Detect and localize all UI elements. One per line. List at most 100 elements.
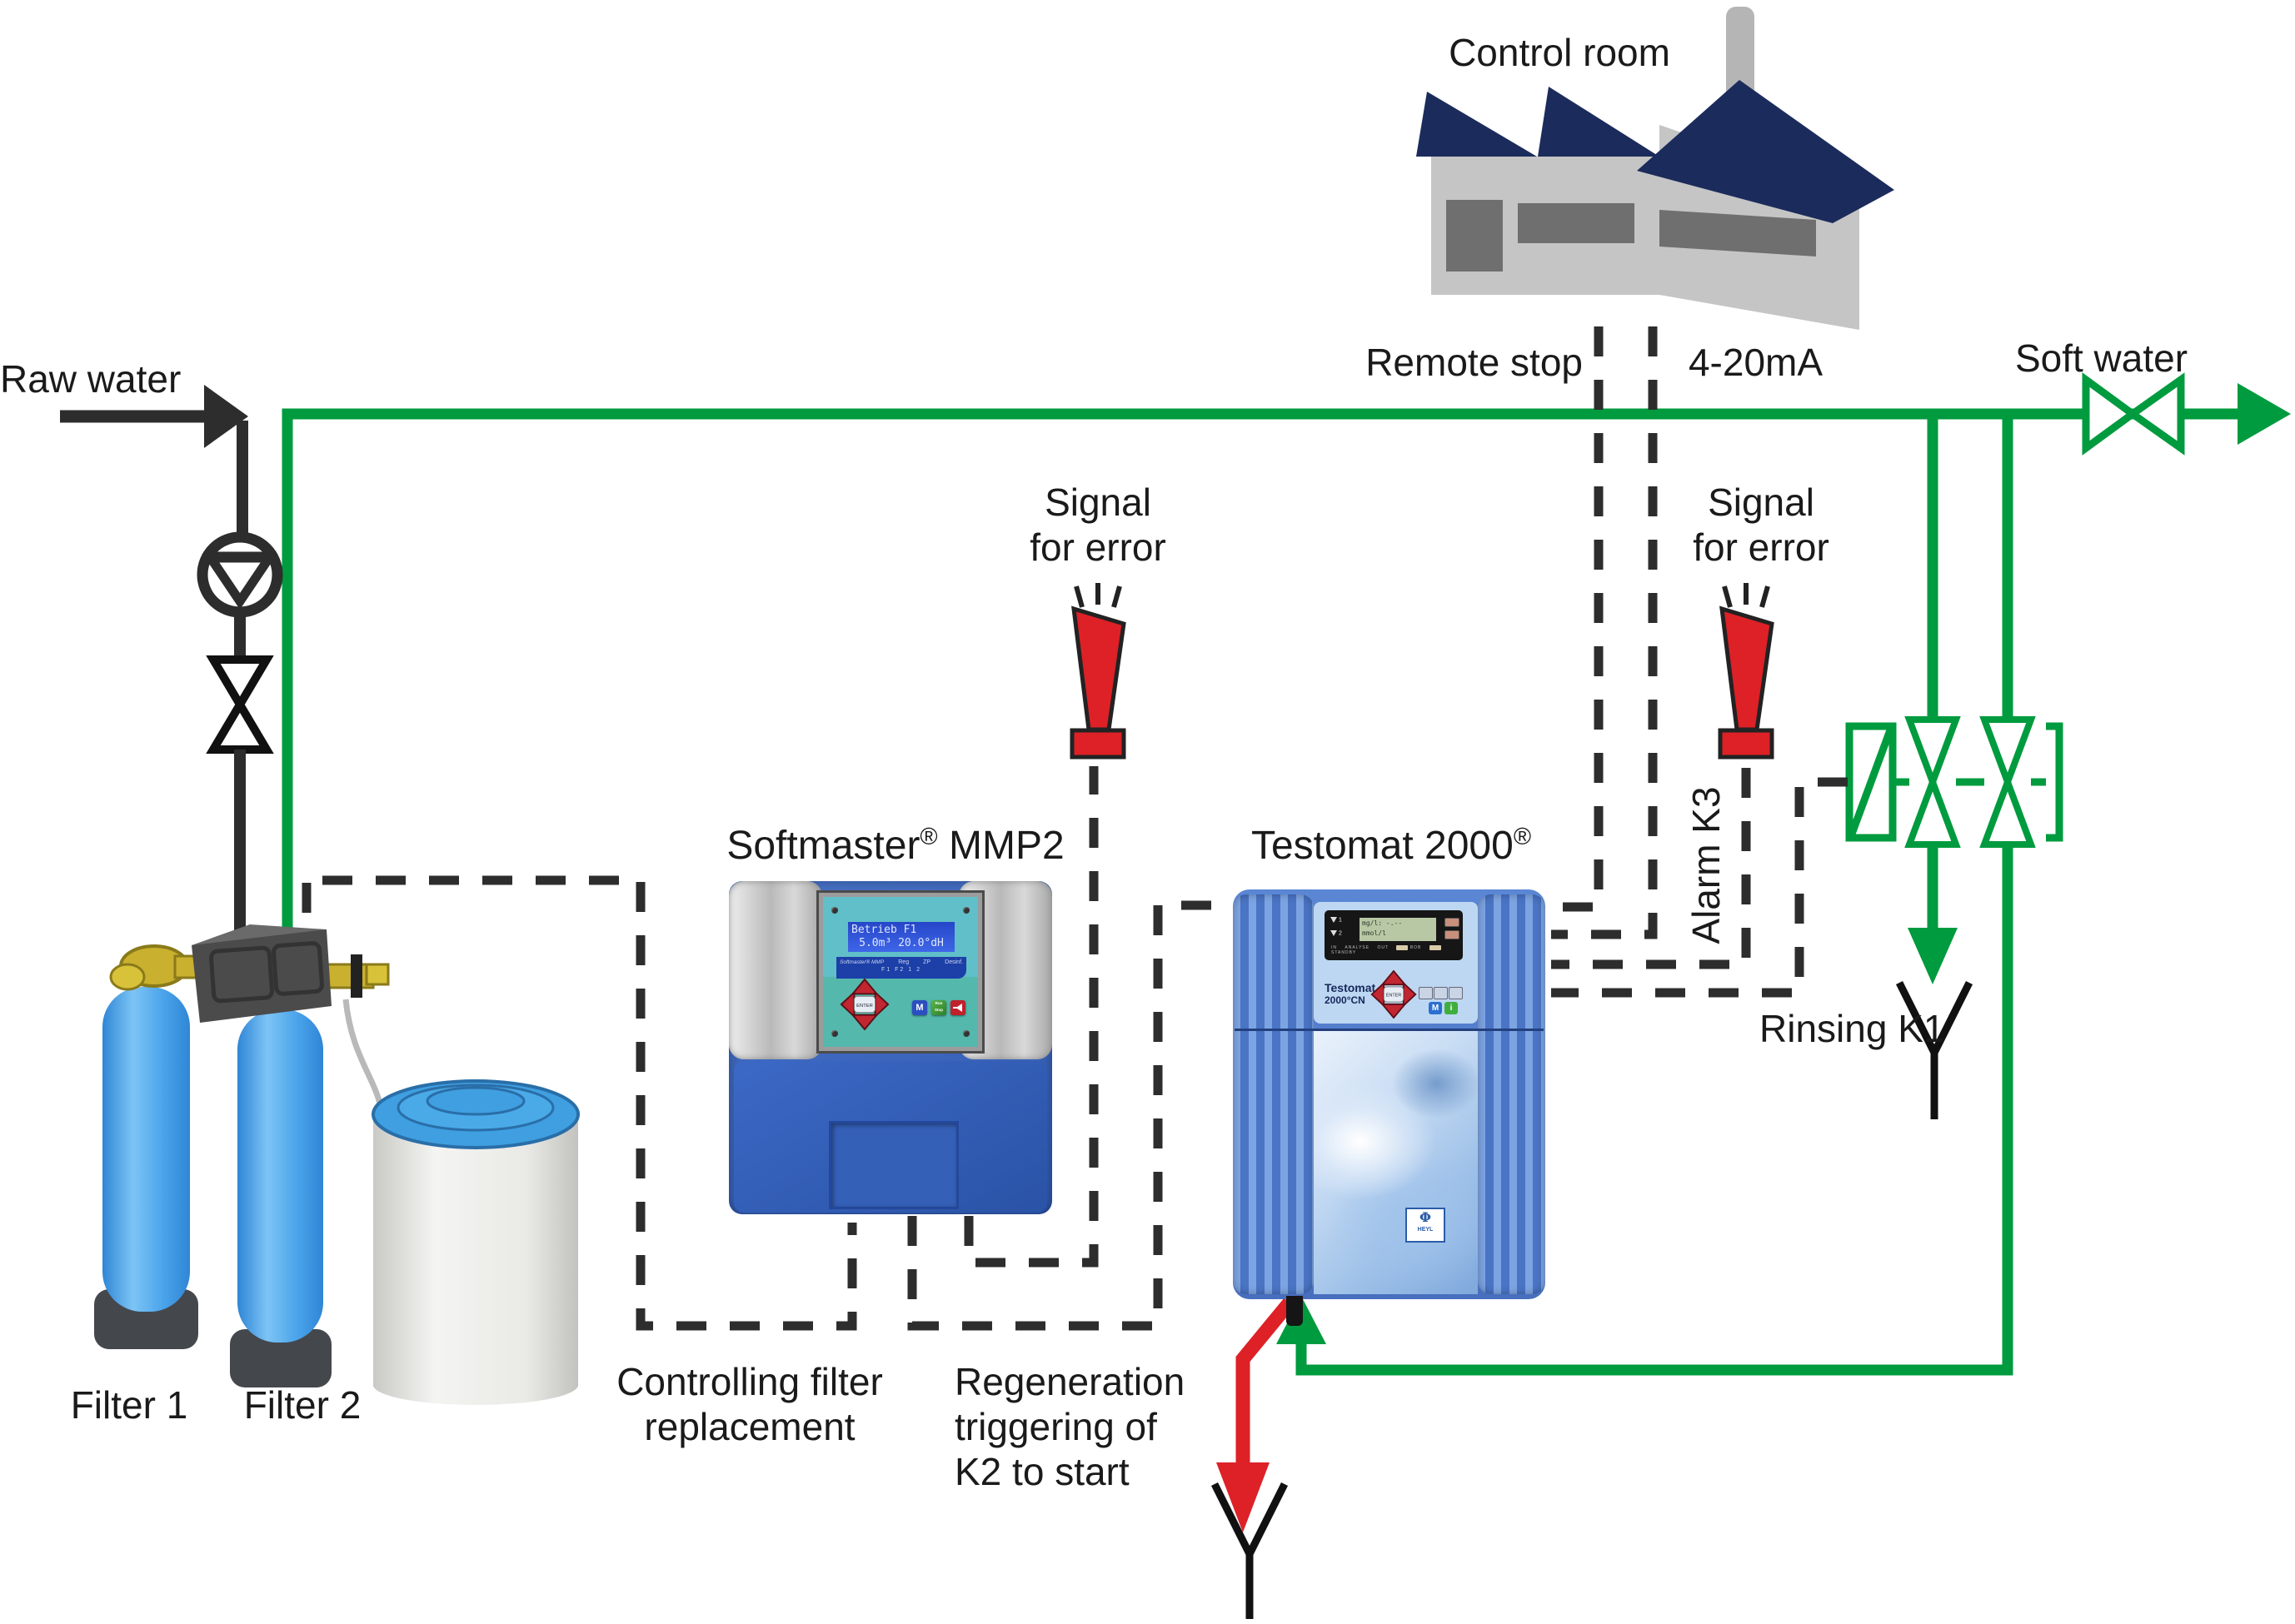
filter2-tank xyxy=(237,1009,323,1343)
arrow-right-key[interactable] xyxy=(874,990,890,1019)
error-horn-softmaster xyxy=(1072,583,1124,757)
testomat-arrow-keypad[interactable]: ENTER xyxy=(1370,970,1417,1019)
factory-roof-main xyxy=(1637,80,1894,223)
heyl-logo-text: HEYL xyxy=(1417,1227,1434,1233)
flow-schematic-row: IN ANALYSE OUT BOB STANDBY xyxy=(1331,945,1458,955)
soft-water-piping xyxy=(282,408,2238,1376)
function-button-3[interactable] xyxy=(1449,987,1463,999)
softmaster-arrow-keypad[interactable]: ENTER xyxy=(838,979,891,1030)
registered-mark: ® xyxy=(920,824,938,850)
label-softmaster-title: Softmaster® MMP2 xyxy=(716,814,1075,869)
bob-label: BOB xyxy=(1409,945,1422,951)
bob-button[interactable] xyxy=(1396,945,1409,950)
registered-mark: ® xyxy=(1513,824,1532,850)
filter2-base xyxy=(230,1329,332,1387)
function-button-2[interactable] xyxy=(1434,987,1448,999)
label-4-20mA: 4-20mA xyxy=(1688,341,1824,384)
horn-glyph-icon xyxy=(953,1004,962,1012)
regeneration-line2: triggering of xyxy=(955,1405,1157,1448)
testomat-analyzer: Φ HEYL 1 2 mg/l: -.-- mmol/l IN ANALYSE … xyxy=(1233,889,1545,1326)
wire-regeneration-k2 xyxy=(907,900,1233,1331)
wire-rinsing-k1 xyxy=(1551,777,1848,998)
arrow-up-key[interactable] xyxy=(851,979,879,995)
brass-elbow xyxy=(109,963,146,991)
testomat-water-artwork: Φ HEYL xyxy=(1314,1031,1478,1294)
testomat-display-module: 1 2 mg/l: -.-- mmol/l IN ANALYSE OUT BOB… xyxy=(1325,910,1463,960)
alarm-mute-button[interactable] xyxy=(1444,930,1459,939)
head-detail-2 xyxy=(272,941,324,996)
softmaster-side-left xyxy=(729,881,822,1059)
signal-error-line2: for error xyxy=(1030,526,1166,569)
brine-tank-lid-knob xyxy=(426,1086,526,1116)
brine-tank-bottom xyxy=(373,1365,578,1405)
arrow-down-key[interactable] xyxy=(851,1014,879,1030)
arrow-left-key[interactable] xyxy=(1370,981,1385,1008)
enter-key-label: ENTER xyxy=(1386,994,1401,999)
right-valve-stem xyxy=(351,954,362,998)
testomat-m-button[interactable]: M xyxy=(1429,1002,1442,1014)
softmaster-led-strip: Softmaster® MMP Reg ZP Desinf. F1 F2 1 2 xyxy=(836,957,966,979)
signal-error-line2: for error xyxy=(1693,526,1829,569)
softmaster-title-model: MMP2 xyxy=(937,824,1065,868)
soft-water-main-pipe xyxy=(282,408,2238,938)
signal-error-line1: Signal xyxy=(1708,481,1814,524)
screw-icon xyxy=(831,1030,838,1037)
softmaster-alarm-button[interactable] xyxy=(950,1000,965,1015)
testomat-front-panel: 1 2 mg/l: -.-- mmol/l IN ANALYSE OUT BOB… xyxy=(1314,902,1478,1024)
brine-tank xyxy=(372,1079,580,1405)
testomat-title-text: Testomat 2000 xyxy=(1250,824,1514,868)
softmaster-runstop-button[interactable]: Run Stop xyxy=(931,1000,946,1015)
screw-icon xyxy=(963,907,970,914)
enter-key[interactable] xyxy=(853,995,876,1014)
alarm-ack-button[interactable] xyxy=(1444,918,1459,927)
testomat-lcd: mg/l: -.-- mmol/l xyxy=(1360,918,1436,941)
soft-water-valve xyxy=(2082,372,2185,456)
raw-water-valve-icon xyxy=(206,655,274,754)
testomat-model-line2: 2000°CN xyxy=(1325,994,1365,1006)
wire-remote-stop xyxy=(1551,326,1604,912)
controlling-line2: replacement xyxy=(644,1405,856,1448)
softmaster-recess-panel xyxy=(829,1121,959,1209)
factory-roof-tooth-2 xyxy=(1538,87,1659,157)
hourglass-icon xyxy=(1330,917,1337,923)
sample-return-pipe xyxy=(1295,843,2013,1376)
testomat-i-button[interactable]: i xyxy=(1444,1002,1458,1014)
waste-water-arrow xyxy=(1216,1462,1270,1532)
testomat-ribs-left xyxy=(1233,894,1314,1294)
heyl-logo: Φ HEYL xyxy=(1405,1208,1445,1243)
label-raw-water: Raw water xyxy=(0,357,182,401)
testomat-divider xyxy=(1235,1029,1544,1031)
level-indicator-2: 2 xyxy=(1330,930,1342,936)
arrow-up-key[interactable] xyxy=(1380,970,1407,986)
label-alarm-k3: Alarm K3 xyxy=(1684,786,1728,944)
arrow-left-key[interactable] xyxy=(840,990,856,1019)
testomat-sample-connector xyxy=(1286,1296,1303,1326)
pump-triangle xyxy=(202,553,278,610)
screw-icon xyxy=(831,907,838,914)
enter-key[interactable] xyxy=(1383,986,1404,1003)
control-room-building xyxy=(1416,7,1894,330)
wire-filter-control xyxy=(322,875,857,1331)
arrow-down-key[interactable] xyxy=(1380,1003,1407,1019)
function-button-1[interactable] xyxy=(1419,987,1433,999)
softmaster-front-panel: Betrieb F1 5.0m³ 20.0°dH Softmaster® MMP… xyxy=(816,890,985,1054)
label-control-room: Control room xyxy=(1449,31,1670,74)
testomat-model-label: Testomat 2000°CN xyxy=(1325,982,1375,1007)
rinsing-valve-assembly xyxy=(1845,716,2063,848)
arrow-right-key[interactable] xyxy=(1402,981,1417,1008)
flow-label-in: IN xyxy=(1331,945,1337,951)
brine-tank-body xyxy=(373,1112,578,1387)
brass-nut xyxy=(365,963,390,986)
hourglass-icon xyxy=(1330,930,1337,936)
factory-window-3 xyxy=(1659,210,1816,257)
controlling-line1: Controlling filter xyxy=(616,1360,883,1403)
softmaster-m-button[interactable]: M xyxy=(912,1000,927,1015)
led-label-desinf: Desinf. xyxy=(945,959,963,965)
soft-water-arrow xyxy=(2238,383,2291,445)
waste-water-pipe xyxy=(1235,1298,1295,1462)
standby-button[interactable] xyxy=(1429,945,1441,950)
standby-label: STANDBY xyxy=(1331,950,1357,956)
led-label-reg: Reg xyxy=(898,959,910,965)
